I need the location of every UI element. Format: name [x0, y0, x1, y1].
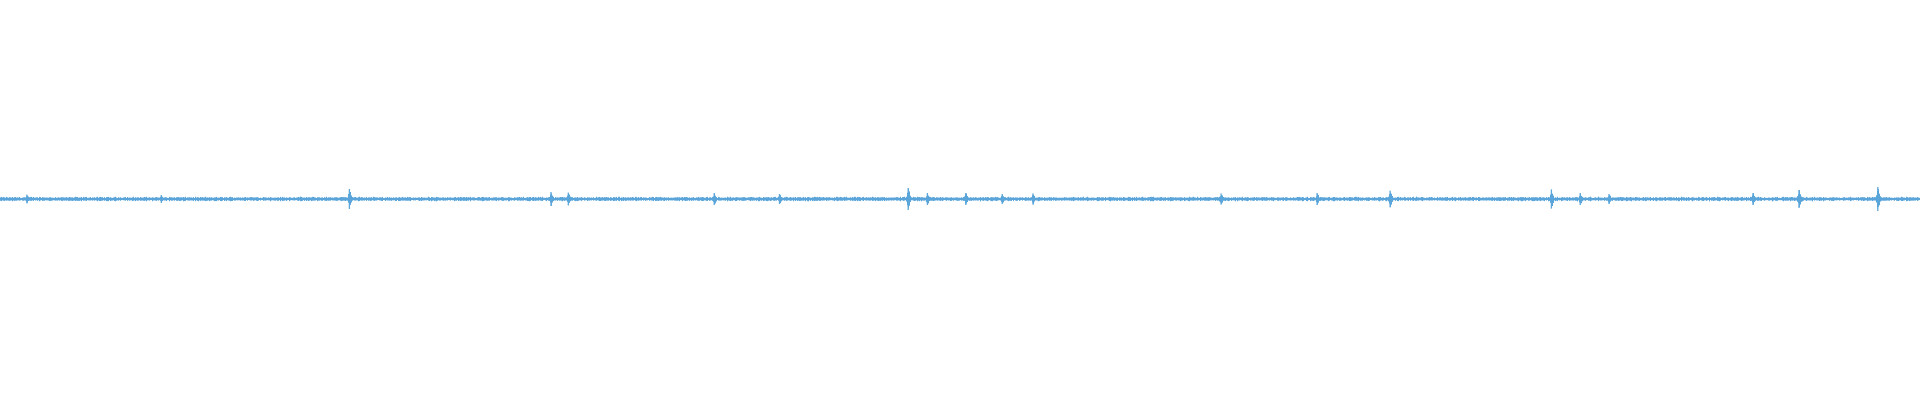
waveform-series: [0, 187, 1920, 211]
